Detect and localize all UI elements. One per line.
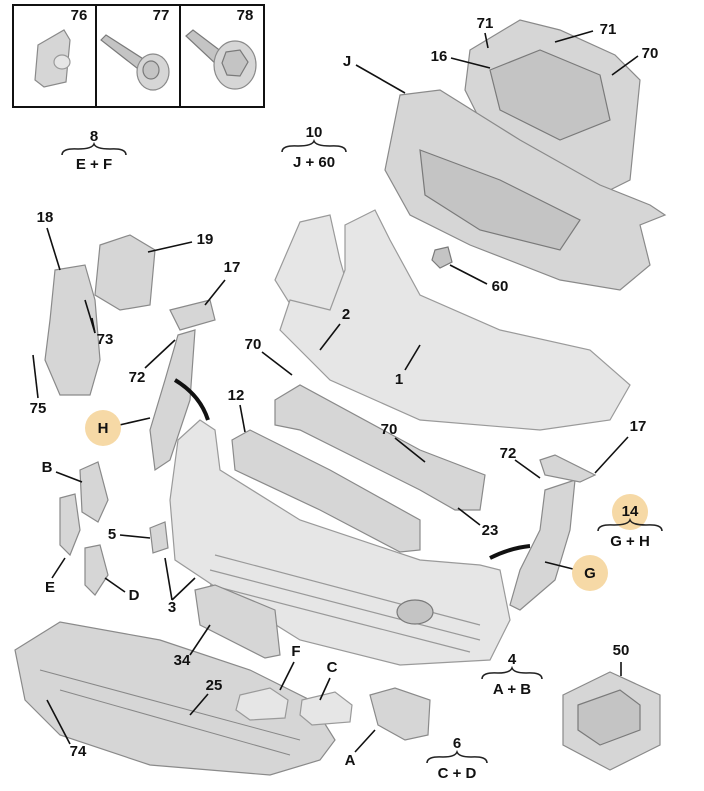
callout-16: 16 — [431, 48, 448, 65]
group-number: 4 — [508, 651, 517, 668]
group-number: 10 — [306, 124, 323, 141]
clip-nut-76 — [34, 29, 71, 88]
highlight-G — [572, 555, 608, 591]
callout-76: 76 — [71, 7, 88, 24]
bracket-19 — [94, 234, 156, 311]
callout-50: 50 — [613, 642, 630, 659]
group-4: 4 A + B — [481, 651, 543, 698]
lower-shield-25 — [14, 621, 336, 776]
screw-77 — [100, 34, 170, 91]
group-number: 6 — [453, 735, 461, 752]
callout-3: 3 — [168, 599, 176, 616]
kit-50 — [562, 671, 661, 771]
callout-70: 70 — [381, 421, 398, 438]
duct-18 — [44, 264, 101, 396]
callout-C: C — [327, 659, 338, 676]
grille-34 — [194, 584, 281, 659]
callout-A: A — [345, 752, 356, 769]
group-number: 14 — [622, 503, 639, 520]
highlight-14 — [612, 494, 648, 530]
callout-60: 60 — [492, 278, 509, 295]
grille-J — [384, 89, 667, 291]
fasteners-box: 76 77 78 — [12, 4, 265, 108]
callout-72: 72 — [129, 369, 146, 386]
bumper-cover-1 — [279, 209, 631, 431]
callout-73: 73 — [97, 331, 114, 348]
group-parts: E + F — [76, 156, 112, 173]
side-guide-G — [509, 479, 576, 611]
trim-E — [59, 493, 81, 557]
bolt-78 — [185, 29, 257, 90]
callout-17: 17 — [224, 259, 241, 276]
callout-12: 12 — [228, 387, 245, 404]
group-6: 6 C + D — [426, 735, 488, 782]
callout-H: H — [98, 420, 109, 437]
callout-71: 71 — [600, 21, 617, 38]
group-parts: J + 60 — [293, 154, 335, 171]
callout-23: 23 — [482, 522, 499, 539]
side-guide-H — [149, 329, 196, 472]
callout-17: 17 — [630, 418, 647, 435]
callout-70: 70 — [642, 45, 659, 62]
group-8: 8 E + F — [61, 128, 127, 173]
group-parts: C + D — [438, 765, 477, 782]
bracket-17b — [539, 454, 597, 483]
trim-D — [84, 544, 109, 596]
callout-1: 1 — [395, 371, 403, 388]
bracket-B — [79, 461, 109, 523]
callout-18: 18 — [37, 209, 54, 226]
callout-F: F — [291, 643, 300, 660]
callout-70: 70 — [245, 336, 262, 353]
emblem-60 — [431, 246, 453, 269]
group-number: 8 — [90, 128, 98, 145]
callout-34: 34 — [174, 652, 191, 669]
absorber-12 — [231, 429, 421, 553]
callouts: 71 71 70 16 J 19 18 17 73 75 72 H 60 2 1… — [30, 15, 659, 769]
bracket-17a — [169, 299, 216, 331]
callout-25: 25 — [206, 677, 223, 694]
highlight-H — [85, 410, 121, 446]
group-parts: A + B — [493, 681, 531, 698]
callout-77: 77 — [153, 7, 170, 24]
callout-78: 78 — [237, 7, 254, 24]
callout-G: G — [584, 565, 596, 582]
callout-E: E — [45, 579, 55, 596]
callout-2: 2 — [342, 306, 350, 323]
bracket-A — [369, 687, 431, 741]
callout-B: B — [42, 459, 53, 476]
callout-19: 19 — [197, 231, 214, 248]
group-parts: G + H — [610, 533, 650, 550]
callout-75: 75 — [30, 400, 47, 417]
callout-5: 5 — [108, 526, 116, 543]
callout-74: 74 — [70, 743, 87, 760]
callout-D: D — [129, 587, 140, 604]
callout-71: 71 — [477, 15, 494, 32]
part-5 — [149, 521, 169, 554]
beam-23 — [274, 384, 486, 511]
leader-lines — [32, 30, 639, 753]
upper-support-16 — [464, 19, 641, 191]
fog-cover-C — [299, 691, 353, 726]
callout-72: 72 — [500, 445, 517, 462]
group-14: 14 G + H — [597, 503, 663, 550]
group-10: 10 J + 60 — [281, 124, 347, 171]
fog-cover-F — [235, 687, 289, 721]
callout-J: J — [343, 53, 351, 70]
